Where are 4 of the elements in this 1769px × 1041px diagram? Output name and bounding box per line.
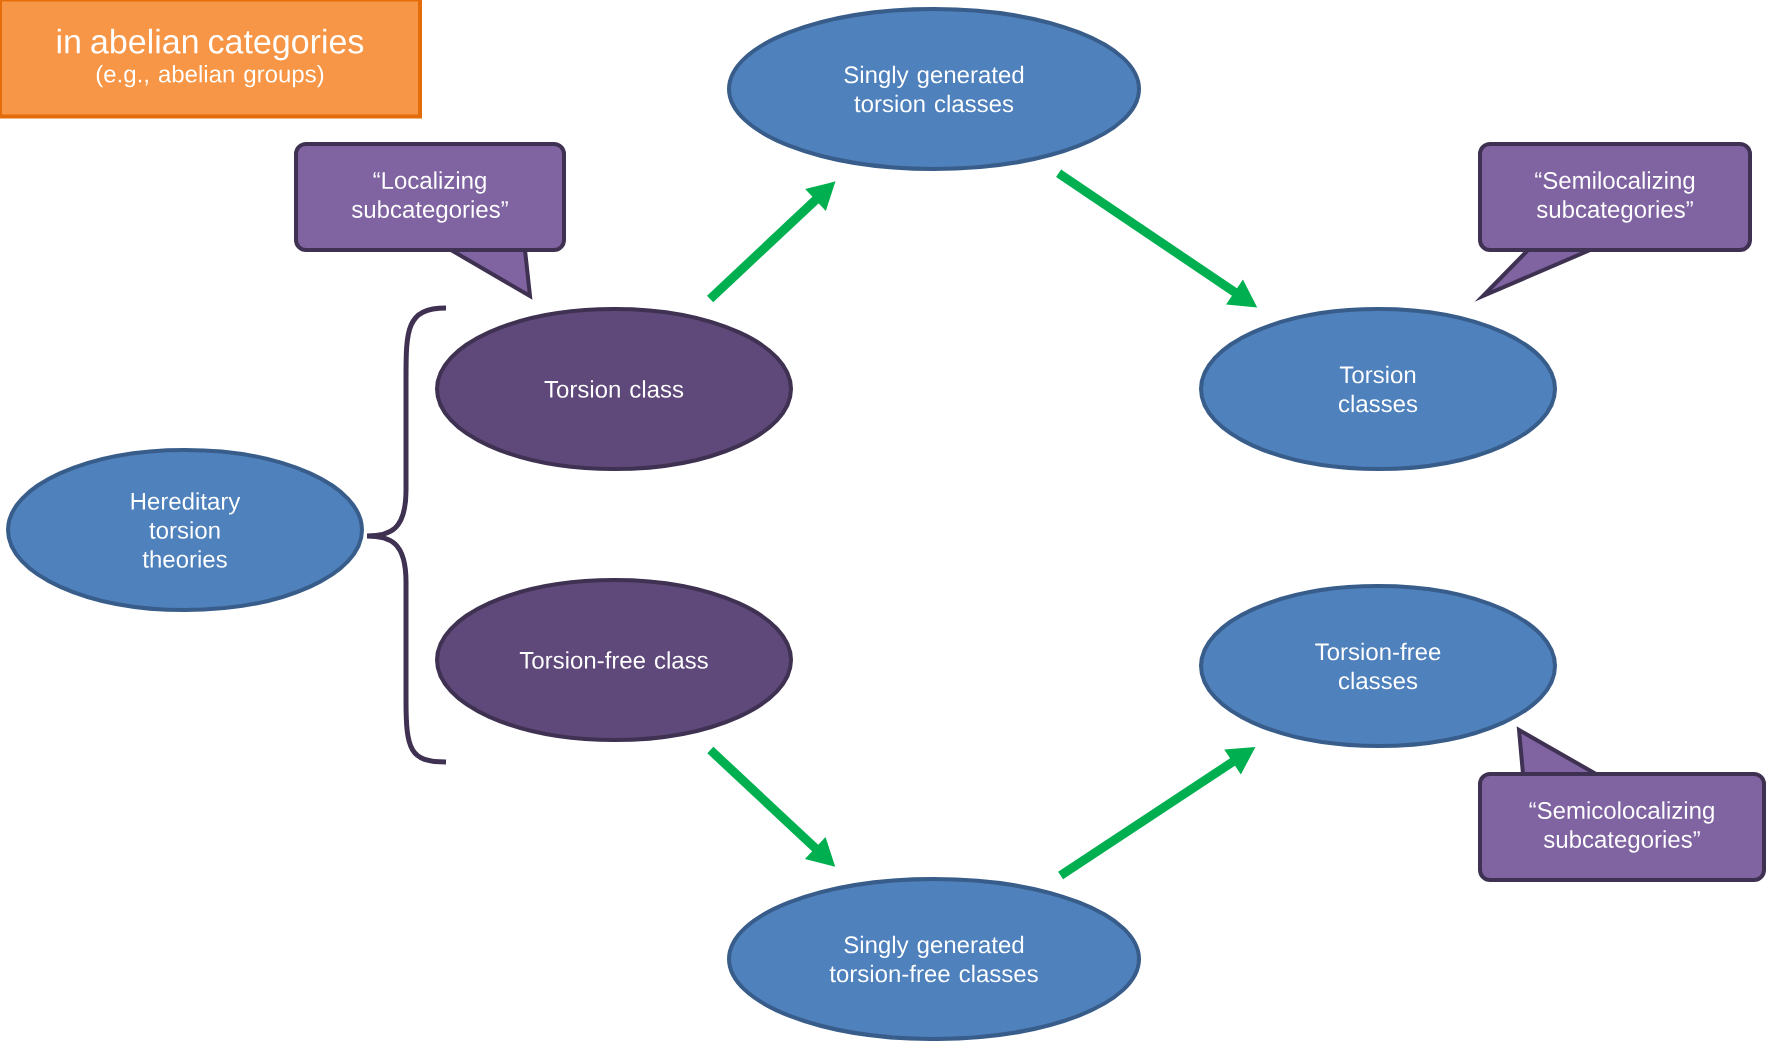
banner-box: in abelian categories (e.g., abelian groups) [0, 0, 422, 119]
speech-bubble: “Semilocalizing subcategories” [1474, 142, 1752, 302]
speech-bubble: “Localizing subcategories” [294, 142, 566, 300]
speech-bubble: “Semicolocalizing subcategories” [1478, 726, 1766, 882]
